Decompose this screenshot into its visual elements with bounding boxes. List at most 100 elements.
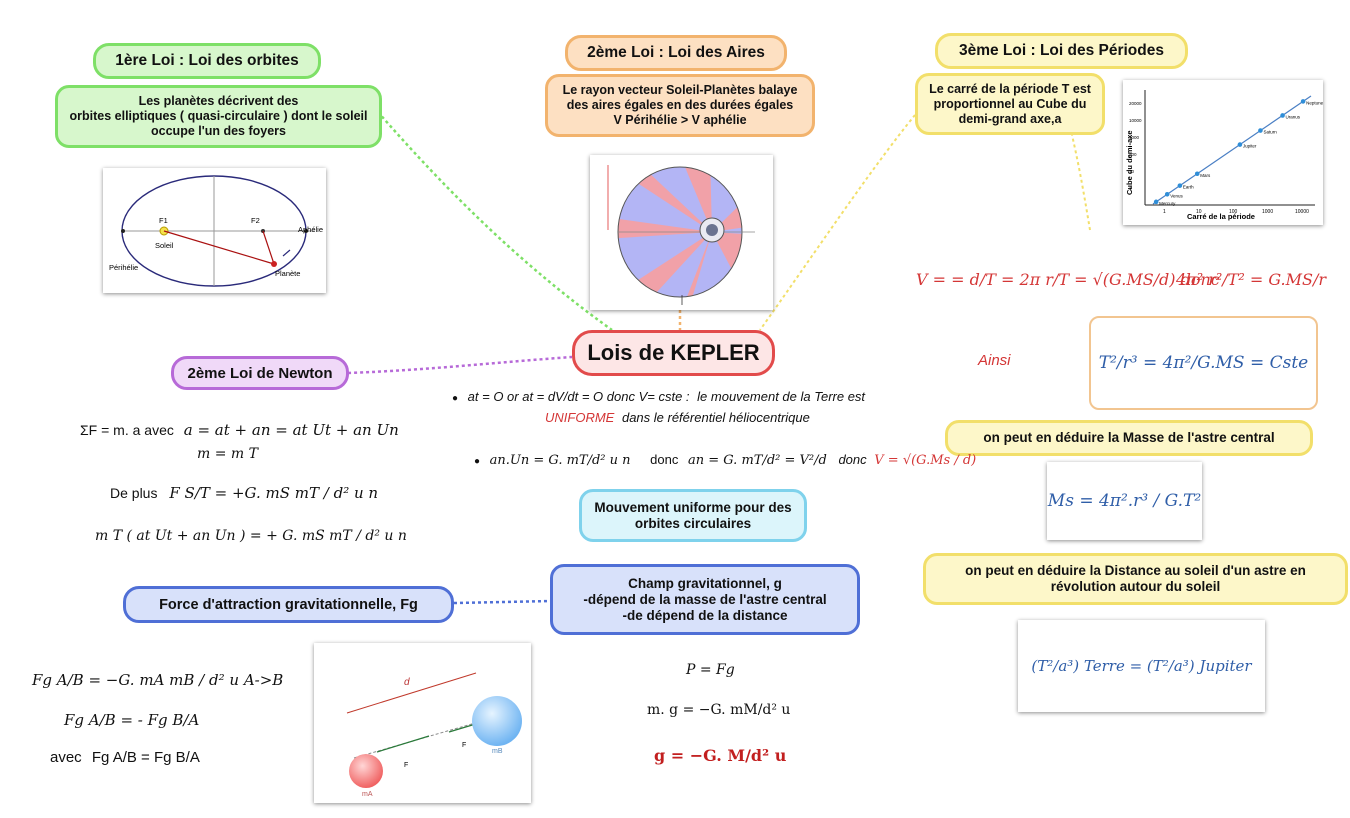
law1-title-box: 1ère Loi : Loi des orbites (93, 43, 321, 79)
fg-formula-2: Fg A/B = - Fg B/A (64, 711, 199, 729)
p-formula-2: m. g = −G. mM/d² u (647, 702, 790, 718)
ainsi-label: Ainsi (978, 352, 1011, 369)
chart-xtick: 1 (1163, 209, 1166, 215)
law1-desc-line: orbites elliptiques ( quasi-circulaire )… (69, 109, 368, 123)
uniform-line3-a: an.Un = G. mT/d² u n (489, 453, 631, 468)
chart-planet-point (1164, 191, 1170, 197)
law2-desc-line: V Périhélie > V aphélie (613, 113, 747, 127)
law1-desc-box: Les planètes décrivent des orbites ellip… (55, 85, 382, 148)
chart-ytick: 1 (1129, 186, 1132, 191)
field-box: Champ gravitationnel, g -dépend de la ma… (550, 564, 860, 635)
attraction-d-label: d (404, 677, 410, 688)
period-formula-text: 4π² r²/T² = G.MS/r (1176, 270, 1326, 289)
chart-planet-label: Uranus (1286, 114, 1301, 119)
ratio-formula-box: T²/r³ = 4π²/G.MS = Cste (1089, 316, 1318, 410)
orbit-f1-label: F1 (159, 216, 168, 225)
chart-planet-point (1258, 128, 1263, 133)
central-title-box: Lois de KEPLER (572, 330, 775, 376)
chart-xlabel: Carré de la période (1187, 212, 1255, 221)
newton-title: 2ème Loi de Newton (187, 364, 333, 382)
newton-line3: De plus F S/T = +G. mS mT / d² u n (110, 484, 378, 502)
fg-formula-1-text: Fg A/B = −G. mA mB / d² u A->B (32, 671, 284, 689)
law3-title: 3ème Loi : Loi des Périodes (958, 42, 1164, 59)
attraction-svg: d F F mA mB (346, 672, 522, 798)
chart-ytick: 10000 (1129, 118, 1142, 123)
law3-desc-line: proportionnel au Cube du (933, 96, 1087, 111)
chart-planet-label: Saturn (1263, 130, 1277, 135)
orbit-soleil-label: Soleil (155, 241, 174, 250)
uniform-box: Mouvement uniforme pour des orbites circ… (579, 489, 807, 542)
chart-planet-point (1237, 142, 1243, 147)
newton-line4: m T ( at Ut + an Un ) = + G. mS mT / d² … (95, 528, 407, 544)
mass-box: on peut en déduire la Masse de l'astre c… (945, 420, 1313, 456)
law3-desc-line: demi-grand axe,a (958, 111, 1062, 126)
mass-formula-box: Ms = 4π².r³ / G.T² (1047, 462, 1202, 540)
period-chart-image: Carré de la période Cube du demi-axe 1 10… (1123, 80, 1324, 225)
uniform-line2-a: UNIFORME (545, 410, 615, 425)
law2-title: 2ème Loi : Loi des Aires (587, 44, 765, 61)
uniform-line3: ● an.Un = G. mT/d² u n donc an = G. mT/d… (474, 452, 977, 468)
p-formula-1-text: P = Fg (686, 662, 735, 678)
newton-line2-text: m = m T (197, 446, 258, 462)
uniform-line1-a: at = O or at = dV/dt = O donc V= cste : (467, 389, 690, 404)
equal-areas-image (590, 155, 773, 310)
fg-formula-1: Fg A/B = −G. mA mB / d² u A->B (32, 671, 283, 689)
field-box-line: Champ gravitationnel, g (628, 575, 782, 591)
chart-planet-label: Neptune (1306, 100, 1323, 105)
uniform-line3-d: donc (838, 452, 867, 467)
p-formula-2-text: m. g = −G. mM/d² u (647, 702, 791, 718)
distance-box: on peut en déduire la Distance au soleil… (923, 553, 1348, 605)
orbit-planete-label: Planète (275, 269, 300, 278)
uniform-line3-b: donc (650, 452, 679, 467)
law2-desc-line: Le rayon vecteur Soleil-Planètes balaye (562, 83, 798, 97)
fg-formula-3-text: Fg A/B = Fg B/A (91, 749, 200, 766)
force-box: Force d'attraction gravitationnelle, Fg (123, 586, 454, 623)
chart-ylabel: Cube du demi-axe (1125, 130, 1134, 195)
chart-planet-point (1300, 99, 1306, 104)
attraction-fb-label: F (462, 742, 466, 749)
attraction-fa-label: F (404, 762, 408, 769)
law1-desc-line: occupe l'un des foyers (151, 124, 286, 138)
distance-box-text: on peut en déduire la Distance au soleil… (965, 563, 1306, 594)
uniform-line2-b: dans le référentiel héliocentrique (621, 410, 810, 425)
law1-desc-line: Les planètes décrivent des (138, 94, 299, 108)
newton-line1-formula: a = at + an = at Ut + an Un (183, 421, 399, 439)
chart-planet-point (1177, 183, 1183, 188)
attraction-mb-label: mB (492, 748, 503, 755)
newton-line1: ΣF = m. a avec a = at + an = at Ut + an … (80, 421, 399, 439)
orbit-ellipse-svg: F1 F2 Soleil Aphélie Périhélie Planète (109, 175, 323, 287)
newton-line3-prefix: De plus (110, 485, 158, 501)
law1-title: 1ère Loi : Loi des orbites (115, 52, 299, 69)
distance-formula-box: (T²/a³) Terre = (T²/a³) Jupiter (1018, 620, 1265, 712)
field-box-line: -dépend de la masse de l'astre central (583, 591, 827, 607)
chart-xtick: 10000 (1295, 209, 1309, 215)
chart-planet-point (1280, 113, 1285, 118)
fg-formula-3: avec Fg A/B = Fg B/A (50, 749, 200, 766)
chart-xtick: 10 (1196, 209, 1202, 215)
attraction-image: d F F mA mB (314, 643, 531, 803)
orbit-aphelie-label: Aphélie (298, 225, 323, 234)
law2-title-box: 2ème Loi : Loi des Aires (565, 35, 787, 71)
uniform-box-text: Mouvement uniforme pour des orbites circ… (594, 499, 792, 531)
p-formula-1: P = Fg (686, 662, 735, 678)
chart-planet-label: Mars (1200, 173, 1211, 178)
uniform-line3-e: V = √(G.Ms / d) (874, 453, 977, 468)
ratio-formula-text: T²/r³ = 4π²/G.MS = Cste (1098, 353, 1309, 373)
newton-line4-text: m T ( at Ut + an Un ) = + G. mS mT / d² … (95, 528, 407, 544)
law2-desc-box: Le rayon vecteur Soleil-Planètes balaye … (545, 74, 815, 137)
mass-formula-text: Ms = 4π².r³ / G.T² (1047, 491, 1202, 511)
p-formula-3-text: g = −G. M/d² u (654, 746, 787, 765)
chart-planet-label: Mercury (1159, 201, 1176, 206)
chart-ytick: 20000 (1129, 101, 1142, 106)
fg-formula-2-text: Fg A/B = - Fg B/A (64, 711, 200, 729)
orbit-ellipse-image: F1 F2 Soleil Aphélie Périhélie Planète (103, 168, 326, 293)
chart-ytick: 100 (1129, 152, 1137, 157)
newton-line3-formula: F S/T = +G. mS mT / d² u n (169, 484, 379, 502)
field-box-line: -de dépend de la distance (622, 607, 788, 623)
uniform-line1-b: le mouvement de la Terre est (697, 389, 866, 404)
chart-planet-label: Earth (1183, 185, 1194, 190)
chart-xtick: 100 (1229, 209, 1238, 215)
period-formula: 4π² r²/T² = G.MS/r (1176, 270, 1326, 289)
chart-xtick: 1000 (1262, 209, 1273, 215)
